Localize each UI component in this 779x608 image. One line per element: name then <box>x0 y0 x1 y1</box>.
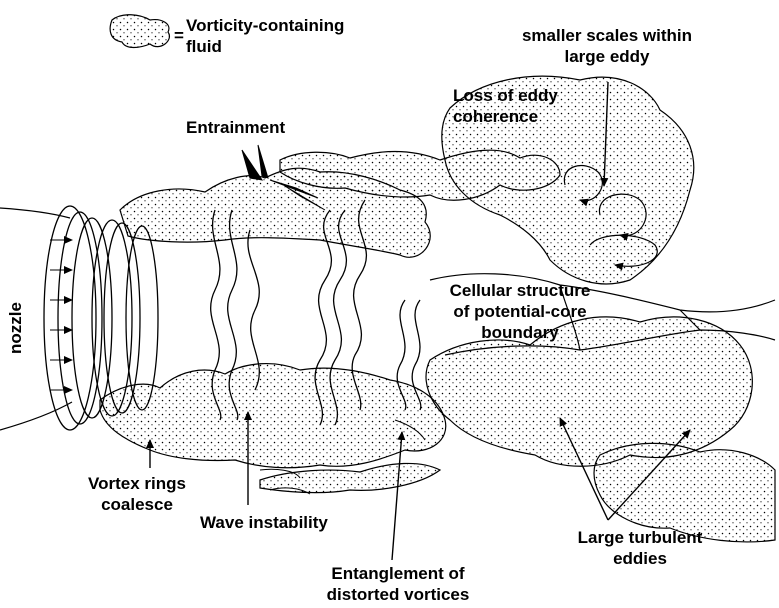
loss-of-coherence-label: Loss of eddy coherence <box>453 85 558 127</box>
wave-instability-label: Wave instability <box>200 512 328 533</box>
entanglement-label: Entanglement of distorted vortices <box>298 563 498 605</box>
entanglement-line-1: Entanglement of <box>298 563 498 584</box>
large-eddies-line-1: Large turbulent <box>555 527 725 548</box>
legend-blob-icon <box>110 15 169 48</box>
entrainment-label: Entrainment <box>186 117 285 138</box>
large-eddies-line-2: eddies <box>555 548 725 569</box>
cellular-line-1: Cellular structure <box>425 280 615 301</box>
cellular-structure-label: Cellular structure of potential-core bou… <box>425 280 615 343</box>
vortex-rings-line-1: Vortex rings <box>72 473 202 494</box>
entanglement-line-2: distorted vortices <box>298 584 498 605</box>
legend-line-2: fluid <box>186 36 344 57</box>
legend-label: Vorticity-containing fluid <box>186 15 344 57</box>
vortex-rings-label: Vortex rings coalesce <box>72 473 202 515</box>
smaller-scales-label: smaller scales within large eddy <box>512 25 702 67</box>
smaller-scales-line-1: smaller scales within <box>512 25 702 46</box>
smaller-scales-line-2: large eddy <box>512 46 702 67</box>
vortex-rings-line-2: coalesce <box>72 494 202 515</box>
loss-of-coherence-line-2: coherence <box>453 106 558 127</box>
cellular-line-3: boundary <box>425 322 615 343</box>
legend-line-1: Vorticity-containing <box>186 15 344 36</box>
loss-of-coherence-line-1: Loss of eddy <box>453 85 558 106</box>
legend-equals: = <box>174 25 184 46</box>
cellular-line-2: of potential-core <box>425 301 615 322</box>
large-eddies-label: Large turbulent eddies <box>555 527 725 569</box>
nozzle-label: nozzle <box>5 302 26 354</box>
